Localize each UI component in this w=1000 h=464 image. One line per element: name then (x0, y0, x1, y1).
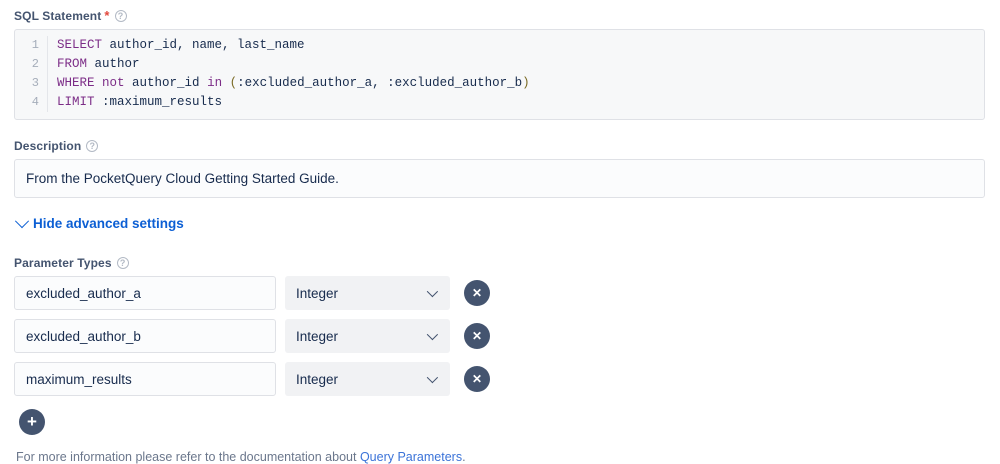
parameter-name-input[interactable] (14, 319, 276, 353)
line-number: 2 (15, 55, 48, 74)
sql-token: ( (229, 76, 238, 90)
parameter-row: Integer ✕ (14, 319, 986, 353)
help-circle-icon[interactable]: ? (86, 140, 99, 152)
parameter-type-value: Integer (296, 328, 339, 344)
sql-statement-label-text: SQL Statement (14, 9, 102, 23)
chevron-down-icon (426, 328, 439, 341)
parameter-types-label-text: Parameter Types (14, 256, 112, 270)
sql-code-text: WHERE not author_id in (:excluded_author… (57, 74, 530, 93)
parameter-type-select[interactable]: Integer (285, 362, 450, 396)
sql-token: LIMIT (57, 95, 95, 109)
add-parameter-wrapper: + (14, 405, 50, 439)
close-icon: ✕ (471, 329, 483, 343)
remove-parameter-button[interactable]: ✕ (464, 280, 490, 306)
sql-code-line: 1 SELECT author_id, name, last_name (15, 36, 984, 55)
sql-token: ) (522, 76, 530, 90)
required-asterisk: * (104, 8, 110, 23)
chevron-down-icon (14, 213, 30, 228)
help-circle-icon[interactable]: ? (114, 10, 127, 22)
parameter-type-select[interactable]: Integer (285, 276, 450, 310)
remove-parameter-wrapper: ✕ (459, 276, 495, 310)
sql-token (95, 76, 103, 90)
documentation-note: For more information please refer to the… (16, 450, 986, 464)
remove-parameter-wrapper: ✕ (459, 362, 495, 396)
sql-token: author (87, 57, 140, 71)
parameter-type-value: Integer (296, 371, 339, 387)
sql-token: FROM (57, 57, 88, 71)
description-label: Description ? (14, 138, 986, 154)
sql-token: :maximum_results (94, 95, 223, 109)
remove-parameter-wrapper: ✕ (459, 319, 495, 353)
hide-advanced-settings-toggle[interactable]: Hide advanced settings (14, 213, 184, 231)
sql-token (222, 76, 230, 90)
parameter-types-list: Integer ✕ Integer ✕ Integer ✕ (14, 276, 986, 396)
description-input[interactable] (14, 159, 985, 198)
query-parameters-link[interactable]: Query Parameters (359, 450, 463, 464)
documentation-note-text: For more information please refer to the… (16, 450, 360, 464)
parameter-type-select[interactable]: Integer (285, 319, 450, 353)
sql-statement-label: SQL Statement* ? (14, 8, 986, 24)
sql-token: WHERE (57, 76, 95, 90)
close-icon: ✕ (471, 286, 483, 300)
sql-code-line: 3 WHERE not author_id in (:excluded_autho… (15, 74, 984, 93)
line-number: 4 (15, 93, 48, 112)
parameter-types-label: Parameter Types ? (14, 255, 986, 271)
sql-token: :excluded_author_a, :excluded_author_b (237, 76, 523, 90)
plus-icon: + (27, 412, 37, 431)
parameter-type-value: Integer (296, 285, 339, 301)
line-number: 1 (15, 36, 48, 55)
hide-advanced-settings-label: Hide advanced settings (33, 216, 184, 231)
chevron-down-icon (426, 371, 439, 384)
close-icon: ✕ (471, 372, 483, 386)
parameter-row: Integer ✕ (14, 362, 986, 396)
sql-code-text: FROM author (57, 55, 140, 74)
sql-code-line: 2 FROM author (15, 55, 984, 74)
parameter-row: Integer ✕ (14, 276, 986, 310)
sql-code-line: 4 LIMIT :maximum_results (15, 93, 984, 112)
line-number: 3 (15, 74, 48, 93)
sql-code-text: SELECT author_id, name, last_name (57, 36, 305, 55)
remove-parameter-button[interactable]: ✕ (464, 323, 490, 349)
sql-token: author_id, name, last_name (102, 38, 305, 52)
sql-token: in (207, 76, 223, 90)
sql-token: SELECT (57, 38, 103, 52)
description-label-text: Description (14, 139, 82, 153)
help-circle-icon[interactable]: ? (116, 257, 129, 269)
parameter-name-input[interactable] (14, 362, 276, 396)
sql-statement-editor[interactable]: 1 SELECT author_id, name, last_name 2 FROM … (14, 29, 985, 120)
sql-token: not (102, 76, 125, 90)
parameter-name-input[interactable] (14, 276, 276, 310)
sql-code-text: LIMIT :maximum_results (57, 93, 222, 112)
sql-token: author_id (124, 76, 208, 90)
documentation-note-period: . (462, 450, 466, 464)
add-parameter-button[interactable]: + (19, 409, 45, 435)
chevron-down-icon (426, 285, 439, 298)
remove-parameter-button[interactable]: ✕ (464, 366, 490, 392)
